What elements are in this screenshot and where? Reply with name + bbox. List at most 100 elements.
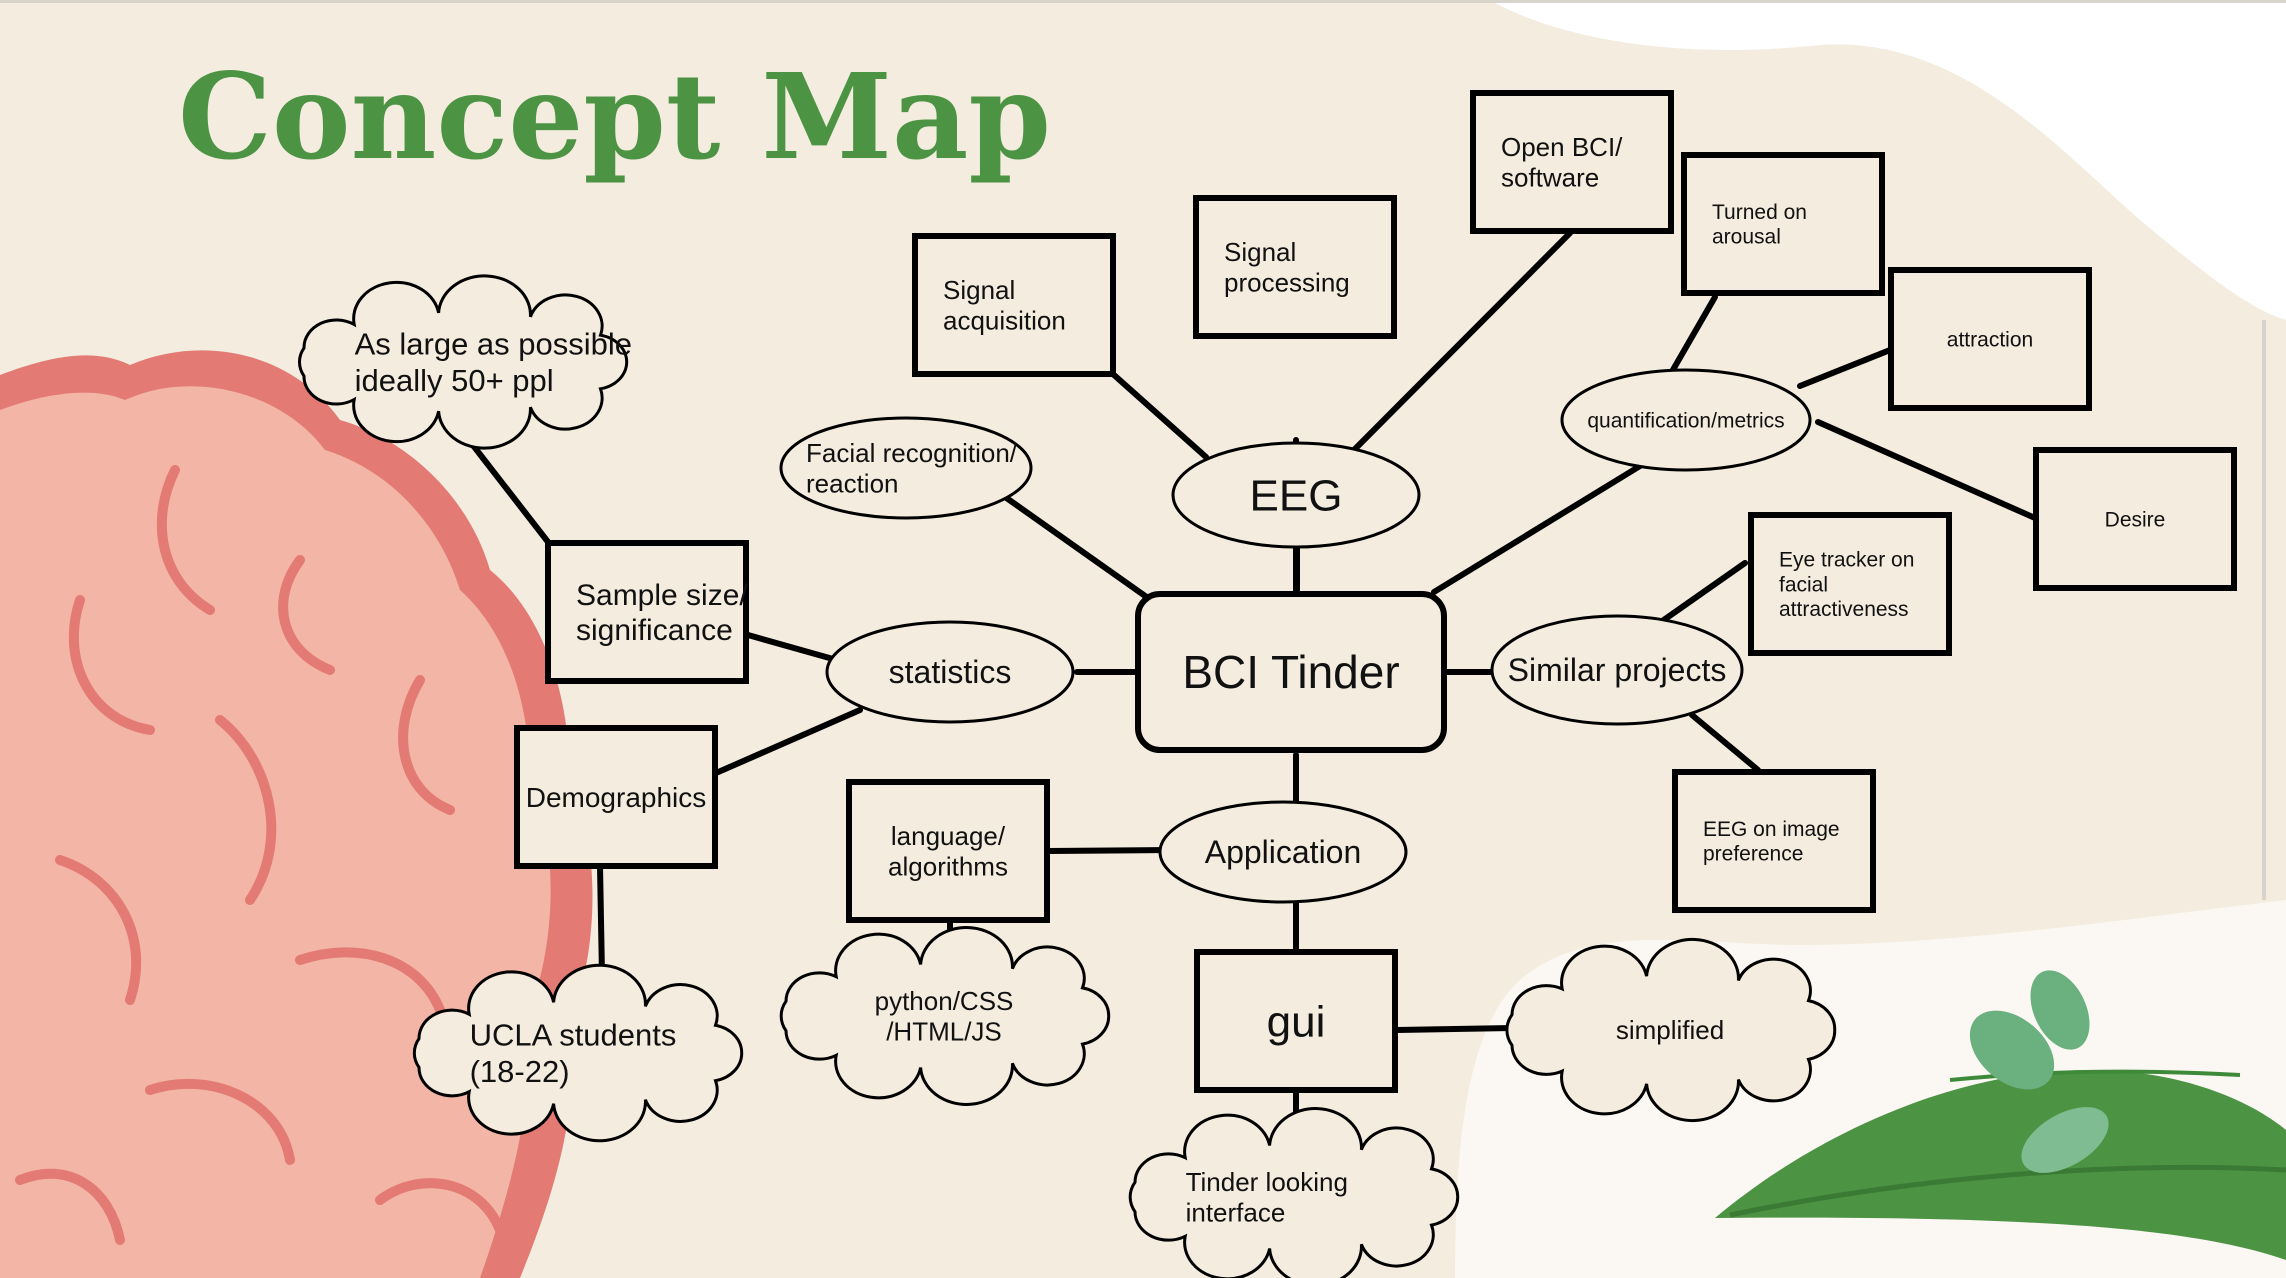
node-cloud: [297, 274, 629, 450]
node-attraction: attraction: [1888, 267, 2092, 411]
node-box: [545, 540, 749, 684]
node-label: significance: [576, 614, 733, 647]
node-ellipse: [1490, 614, 1744, 726]
node-label: Facial recognition/: [806, 438, 1018, 468]
node-open-bci: Open BCI/software: [1470, 90, 1674, 234]
node-box: [846, 779, 1050, 923]
connector-line: [1431, 463, 1643, 595]
node-ellipse: [1560, 368, 1812, 472]
node-label: EEG: [1250, 471, 1343, 520]
node-sample-size: Sample size/significance: [545, 540, 749, 684]
node-bci-tinder: BCI Tinder: [1135, 591, 1447, 753]
node-cloud: [1128, 1107, 1460, 1278]
connector-line: [1351, 230, 1573, 453]
node-label: Eye tracker on: [1779, 549, 1914, 572]
node-label: Sample size/: [576, 579, 748, 612]
node-eeg: EEG: [1171, 441, 1421, 549]
node-statistics: statistics: [825, 620, 1075, 724]
node-box: [2033, 447, 2237, 591]
node-label: EEG on image: [1703, 818, 1840, 841]
node-label: ideally 50+ ppl: [355, 363, 554, 398]
node-box: [1193, 195, 1397, 339]
node-demographics: Demographics: [514, 725, 718, 869]
node-similar-projects: Similar projects: [1490, 614, 1744, 726]
node-language: language/algorithms: [846, 779, 1050, 923]
node-label: UCLA students: [470, 1018, 677, 1053]
node-python: python/CSS/HTML/JS: [779, 926, 1111, 1106]
node-label: reaction: [806, 468, 899, 498]
node-box: [1888, 267, 2092, 411]
node-label: quantification/metrics: [1587, 409, 1784, 432]
connector-line: [1655, 560, 1748, 627]
slide-title: Concept Map: [178, 47, 1051, 186]
node-box: [912, 233, 1116, 377]
connector-line: [597, 863, 605, 978]
node-quantification: quantification/metrics: [1560, 368, 1812, 472]
node-label: Signal: [943, 275, 1015, 305]
connector-line: [1045, 847, 1175, 854]
node-box: [514, 725, 718, 869]
node-simplified: simplified: [1505, 937, 1837, 1123]
node-label: Turned on: [1712, 201, 1807, 224]
node-gui: gui: [1194, 949, 1398, 1093]
node-label: software: [1501, 162, 1599, 192]
node-label: python/CSS: [875, 986, 1014, 1016]
node-ellipse: [1158, 800, 1408, 904]
node-label: facial: [1779, 573, 1828, 596]
node-label: interface: [1186, 1197, 1286, 1227]
node-ucla: UCLA students(18-22): [412, 963, 744, 1143]
node-label: simplified: [1616, 1015, 1724, 1045]
node-label: algorithms: [888, 851, 1008, 881]
node-label: statistics: [889, 654, 1012, 690]
node-label: As large as possible: [355, 327, 632, 362]
node-label: Tinder looking: [1186, 1167, 1348, 1197]
connector-line: [1392, 1025, 1515, 1033]
node-desire: Desire: [2033, 447, 2237, 591]
connector-line: [1689, 712, 1761, 773]
connector-line: [462, 432, 551, 545]
node-rounded-box: [1135, 591, 1447, 753]
right-border: [2262, 320, 2266, 900]
node-label: BCI Tinder: [1182, 646, 1399, 698]
node-ellipse: [1171, 441, 1421, 549]
node-label: Application: [1205, 834, 1362, 870]
node-box: [1470, 90, 1674, 234]
node-cloud: [412, 963, 744, 1143]
node-label: language/: [891, 821, 1006, 851]
node-box: [1672, 769, 1876, 913]
connector-line: [713, 707, 863, 776]
connector-line: [1667, 294, 1718, 378]
white-blob-top-right: [1490, 0, 2286, 320]
node-label: Signal: [1224, 237, 1296, 267]
node-ellipse: [779, 416, 1033, 520]
node-label: processing: [1224, 267, 1350, 297]
node-label: arousal: [1712, 226, 1781, 249]
node-label: Similar projects: [1508, 652, 1727, 688]
node-label: attraction: [1947, 328, 2033, 351]
node-box: [1194, 949, 1398, 1093]
node-box: [1748, 512, 1952, 656]
connector-line: [995, 489, 1151, 601]
node-ellipse: [825, 620, 1075, 724]
node-label: preference: [1703, 843, 1803, 866]
node-label: gui: [1267, 997, 1326, 1046]
node-label: acquisition: [943, 305, 1066, 335]
connector-line: [1111, 372, 1209, 460]
node-label: (18-22): [470, 1054, 570, 1089]
node-label: attractiveness: [1779, 598, 1909, 621]
connector-line: [745, 632, 836, 662]
top-border: [0, 0, 2286, 3]
node-label: Desire: [2105, 508, 2166, 531]
leaf-illustration: [1715, 970, 2286, 1260]
node-box: [1681, 152, 1885, 296]
node-label: Demographics: [526, 782, 707, 813]
nodes: BCI TinderEEGSignalacquisitionSignalproc…: [297, 90, 2237, 1278]
